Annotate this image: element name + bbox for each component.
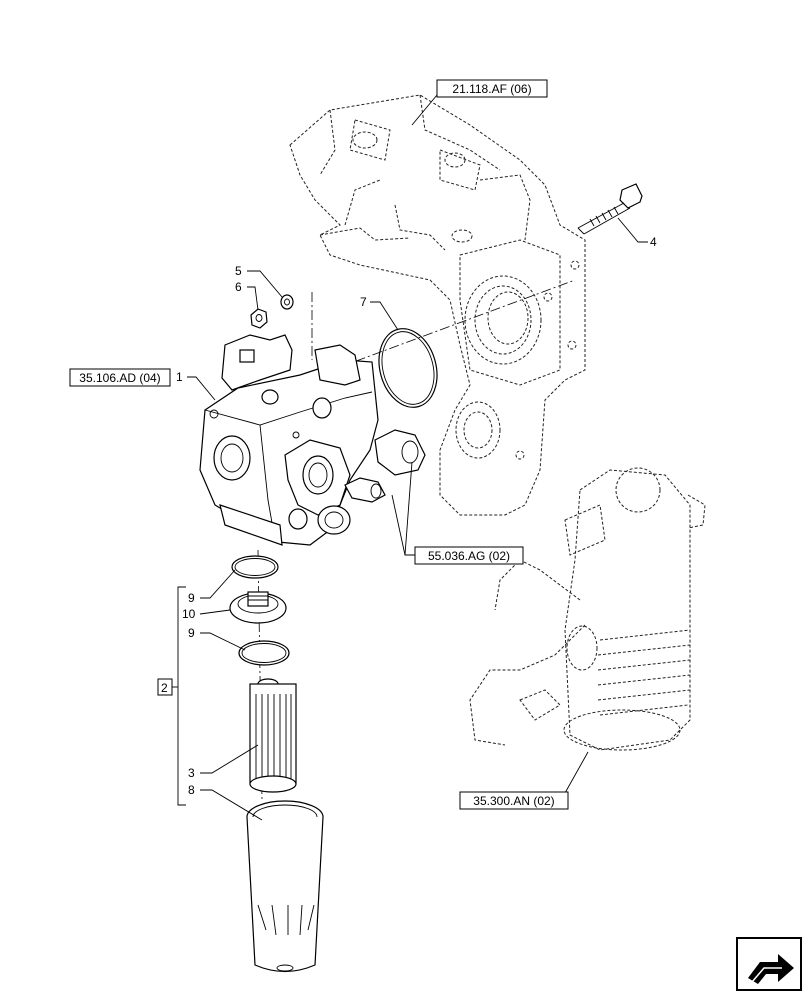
callout-6: 6 bbox=[235, 280, 242, 294]
ref-connector[interactable]: 55.036.AG (02) bbox=[414, 546, 524, 565]
washer-nut-parts bbox=[250, 294, 294, 329]
filter-bowl-8 bbox=[246, 800, 324, 973]
adapter-10 bbox=[229, 591, 287, 624]
o-ring-part bbox=[378, 328, 438, 408]
callout-7: 7 bbox=[360, 295, 367, 309]
callout-2-box bbox=[157, 678, 173, 696]
leader-lines bbox=[172, 88, 648, 821]
callout-9-lower: 9 bbox=[188, 626, 195, 640]
callout-4: 4 bbox=[650, 235, 657, 249]
callout-9-upper: 9 bbox=[188, 591, 195, 605]
callout-numbers: 1 4 5 6 7 9 10 9 3 8 2 bbox=[157, 235, 657, 797]
svg-text:35.106.AD (04): 35.106.AD (04) bbox=[79, 371, 160, 385]
ref-filter-housing[interactable]: 35.300.AN (02) bbox=[459, 791, 569, 810]
upper-o-ring-9 bbox=[231, 555, 279, 579]
svg-text:21.118.AF (06): 21.118.AF (06) bbox=[452, 82, 531, 96]
next-page-arrow-icon[interactable] bbox=[736, 937, 802, 991]
pump-axis-centerline bbox=[304, 279, 576, 381]
filter-housing-phantom bbox=[469, 467, 706, 751]
callout-10: 10 bbox=[182, 607, 196, 621]
callout-2: 2 bbox=[161, 681, 168, 695]
hydraulic-pump-part bbox=[199, 334, 379, 546]
callout-3: 3 bbox=[188, 766, 195, 780]
callout-1: 1 bbox=[176, 370, 183, 384]
bolt-part bbox=[577, 183, 643, 235]
ref-pump[interactable]: 35.106.AD (04) bbox=[69, 368, 171, 387]
connector-parts bbox=[344, 429, 426, 503]
transmission-housing-phantom bbox=[289, 94, 586, 516]
filter-element-3 bbox=[249, 678, 297, 793]
svg-text:35.300.AN (02): 35.300.AN (02) bbox=[473, 794, 554, 808]
ref-transmission-housing[interactable]: 21.118.AF (06) bbox=[436, 79, 548, 98]
svg-text:55.036.AG (02): 55.036.AG (02) bbox=[428, 549, 510, 563]
callout-5: 5 bbox=[235, 264, 242, 278]
lower-o-ring-9 bbox=[238, 640, 290, 666]
callout-8: 8 bbox=[188, 783, 195, 797]
